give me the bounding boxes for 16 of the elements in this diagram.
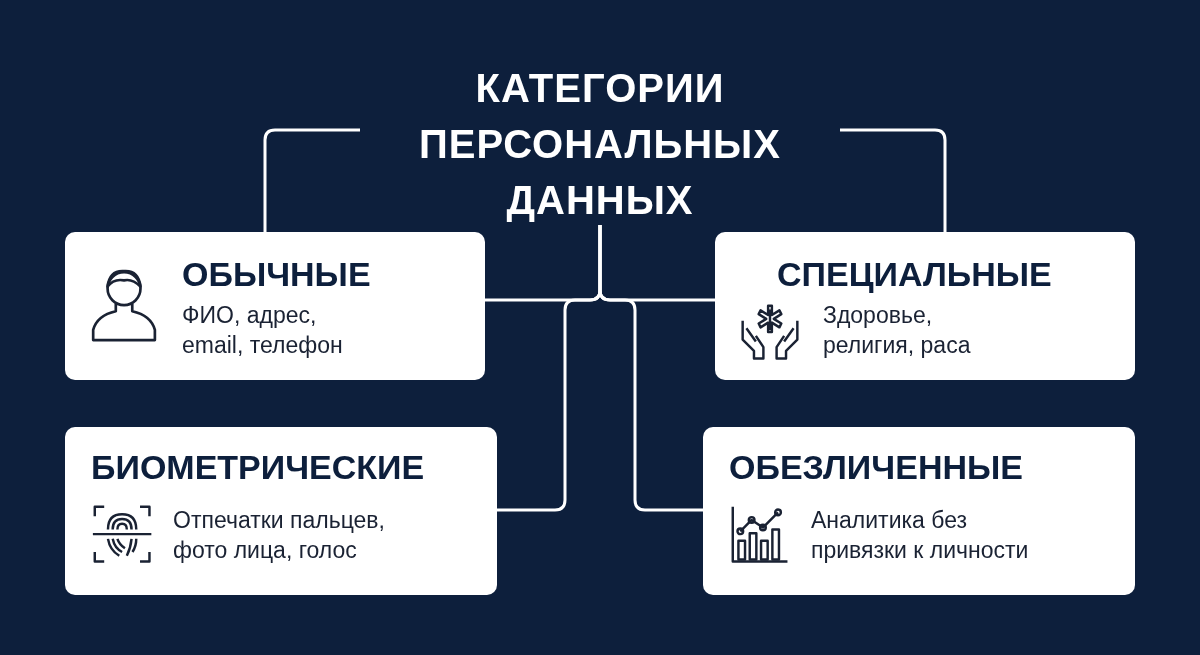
category-card [703,427,1135,595]
connector-line [263,128,360,232]
category-heading: ОБЫЧНЫЕ [182,254,371,294]
central-node-label: КАТЕГОРИИ ПЕРСОНАЛЬНЫХ ДАННЫХ [418,65,782,224]
connector-line [840,128,947,232]
category-description: ФИО, адрес, email, телефон [182,301,344,360]
category-card [65,232,485,380]
connector-line [598,225,703,512]
category-heading: ОБЕЗЛИЧЕННЫЕ [729,447,1023,487]
category-description: Отпечатки пальцев, фото лица, голос [173,506,386,565]
category-heading: СПЕЦИАЛЬНЫЕ [777,254,1052,294]
category-card [65,427,497,595]
category-description: Аналитика без привязки к личности [811,506,1030,565]
category-card [715,232,1135,380]
category-description: Здоровье, религия, раса [823,301,972,360]
category-heading: БИОМЕТРИЧЕСКИЕ [91,447,425,487]
